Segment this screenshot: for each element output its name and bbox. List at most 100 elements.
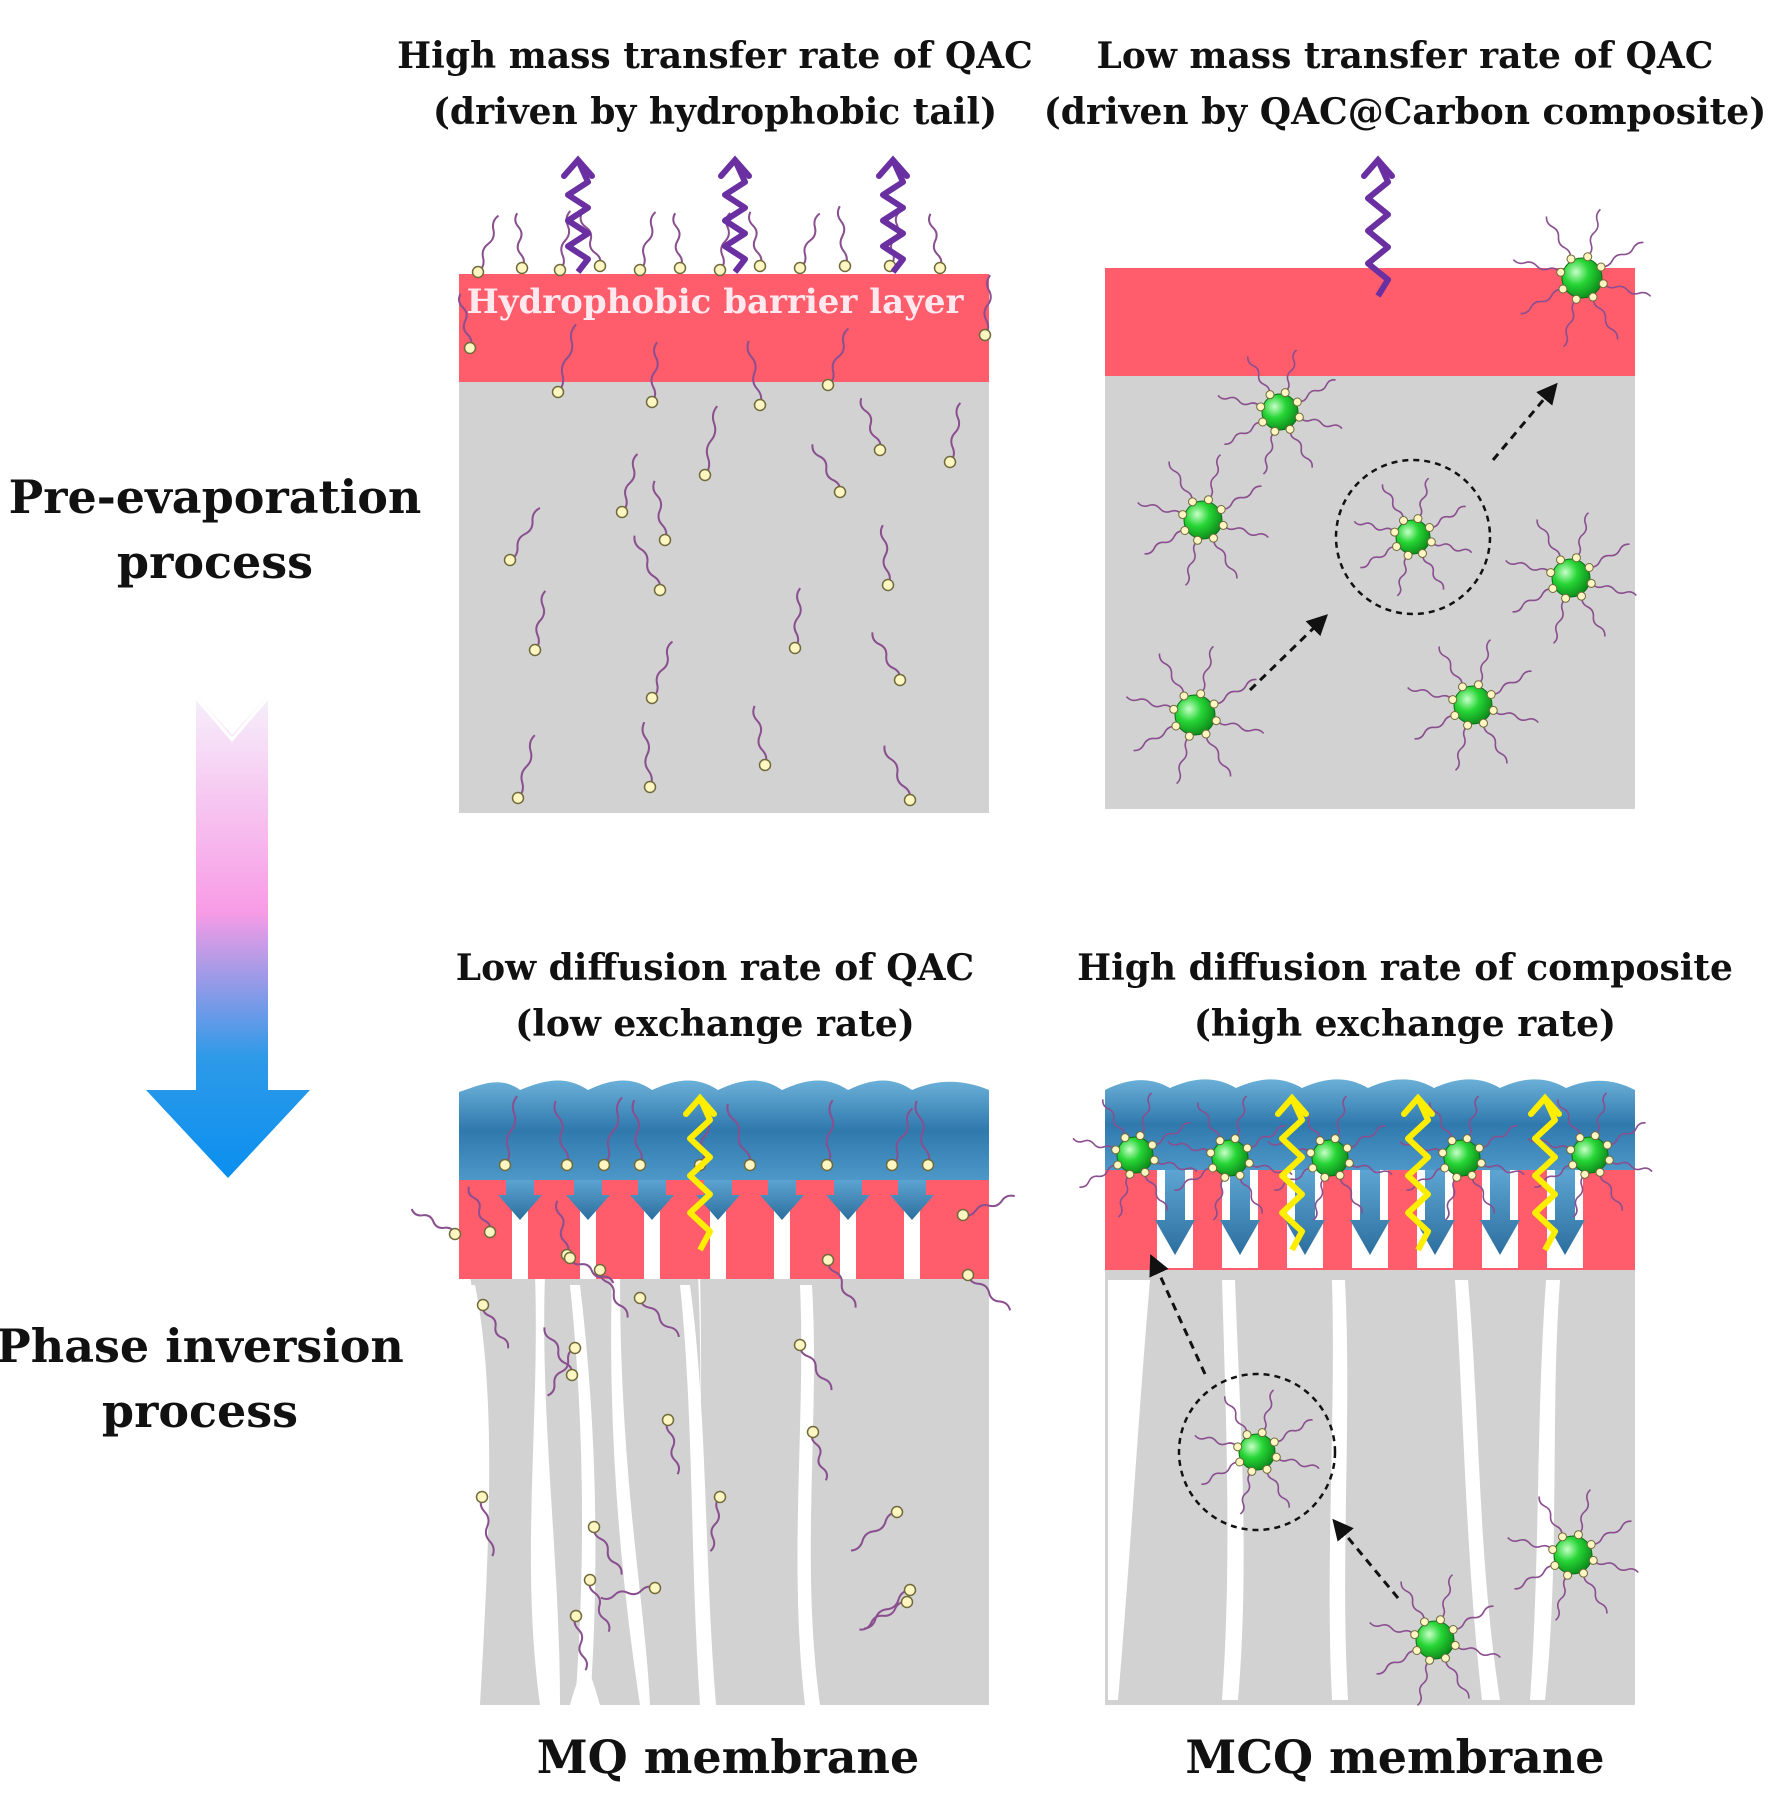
hydrophobic-tail (1455, 1645, 1501, 1659)
hydrophobic-tail (1454, 725, 1468, 771)
pore-channel (797, 1285, 820, 1705)
pore-channel (680, 1285, 716, 1705)
qac-head (1242, 1143, 1252, 1153)
qac-head (1269, 1437, 1279, 1447)
hydrophobic-tail (891, 1107, 914, 1166)
side-label-pre-evaporation-process: process (117, 535, 313, 589)
hydrophobic-tail (652, 480, 668, 541)
hydrophobic-tail (1422, 554, 1445, 590)
qac-head (1265, 390, 1275, 400)
qac-head (1111, 1145, 1121, 1155)
hydrophobic-tail (1139, 1092, 1153, 1136)
hydrophobic-tail (1552, 598, 1566, 644)
qac-head (1209, 699, 1219, 709)
hydrophobic-tail (1197, 1102, 1221, 1140)
hydrophobic-tail (810, 1431, 828, 1481)
hydrophobic-tail (1406, 1167, 1444, 1191)
zigzag-arrow-shaft (1365, 158, 1391, 298)
pore-channel (1108, 1280, 1150, 1700)
zigzag-arrow-shaft (880, 158, 906, 274)
hydrophobic-tail (850, 1511, 898, 1552)
qac-head (551, 385, 565, 399)
zigzag-arrow-shaft (1279, 1096, 1305, 1252)
hydrophobic-tail (1239, 1471, 1253, 1515)
qac-head (1580, 1169, 1590, 1179)
hydrophobic-tail (1454, 1605, 1494, 1630)
carbon-particle (1116, 1136, 1154, 1174)
hydrophobic-tail (1144, 1173, 1168, 1211)
carbon-particle (1261, 393, 1299, 431)
membrane-label-mq: MQ membrane (537, 1730, 920, 1784)
hydrophobic-tail (504, 1095, 518, 1166)
hydrophobic-tail (1289, 430, 1313, 468)
purple-escape-arrows (561, 155, 910, 274)
porous-matrix (459, 1275, 989, 1705)
qac-head (1193, 535, 1203, 545)
panel-tr-title-2: (driven by QAC@Carbon composite) (1044, 91, 1767, 133)
hydrophobic-tail (1353, 520, 1395, 533)
barrier-layer (1105, 268, 1635, 376)
panel-tr-title-1: Low mass transfer rate of QAC (1097, 35, 1714, 77)
qac-head (1558, 284, 1568, 294)
pore-arrow (1155, 1168, 1195, 1255)
qac-head (1392, 542, 1402, 551)
hydrophobic-tail (1360, 546, 1396, 569)
hydrophobic-tail (672, 212, 683, 269)
carbon-particle (1571, 1136, 1609, 1174)
qac-head (1180, 526, 1190, 535)
side-label-pre-evaporation: Pre-evaporation (9, 470, 422, 524)
qac-head (1486, 690, 1496, 699)
pore-arrow (760, 1178, 804, 1220)
hydrophobic-tail (1184, 540, 1198, 586)
qac-head (1218, 520, 1228, 530)
qac-head (515, 261, 529, 275)
dashed-arrow (1248, 614, 1329, 692)
qac-molecules (410, 1095, 1015, 1671)
hydrophobic-tail (863, 1589, 911, 1630)
carbon-particle (1395, 519, 1431, 555)
hydrophobic-tail (1284, 349, 1298, 393)
carbon-particle (1453, 685, 1493, 725)
hydrophobic-tail (1174, 1167, 1212, 1191)
hydrophobic-tail (1592, 297, 1619, 340)
hydrophobic-tail (1299, 416, 1343, 430)
hydrophobic-tail (962, 1194, 1015, 1217)
qac-head (1208, 1163, 1218, 1173)
hydrophobic-tail (557, 323, 577, 393)
hydrophobic-tail (598, 1269, 629, 1318)
qac-head (1335, 1170, 1345, 1180)
qac-head (633, 1291, 647, 1305)
hydrophobic-tail (1594, 1092, 1608, 1136)
dashed-arrow (1491, 382, 1558, 461)
qac-head (1473, 680, 1483, 690)
qac-head (1242, 1430, 1252, 1440)
panel-br-title-2: (high exchange rate) (1194, 1003, 1616, 1045)
hydrophobic-tail (1591, 583, 1637, 597)
carbon-particle (1183, 500, 1223, 540)
qac-head (498, 1158, 512, 1172)
carbon-particle (1415, 1620, 1455, 1660)
qac-head (1568, 1160, 1578, 1170)
qac-head (1561, 593, 1571, 603)
panel-top-left: Hydrophobic barrier layer (458, 155, 992, 813)
qac-head (753, 398, 767, 412)
qac-head (1546, 568, 1556, 578)
qac-head (569, 1609, 583, 1623)
hydrophobic-tail (836, 205, 848, 267)
hydrophobic-tail (746, 340, 763, 406)
hydrophobic-tail (859, 1600, 908, 1631)
hydrophobic-tail (827, 327, 850, 386)
qac-head (471, 265, 485, 279)
hydrophobic-tail (553, 1100, 570, 1166)
qac-head (1262, 1464, 1272, 1474)
hydrophobic-tail (1593, 1560, 1639, 1574)
qac-head (587, 1520, 601, 1534)
hydrophobic-tail (1505, 559, 1551, 573)
qac-head (463, 341, 477, 355)
carbon-particle (1174, 694, 1216, 736)
qac-head (1590, 1131, 1600, 1141)
water-layer (459, 1080, 989, 1180)
side-label-phase-inversion-process: process (102, 1384, 298, 1438)
hydrophobic-tail (1262, 431, 1276, 475)
qac-head (903, 793, 917, 807)
